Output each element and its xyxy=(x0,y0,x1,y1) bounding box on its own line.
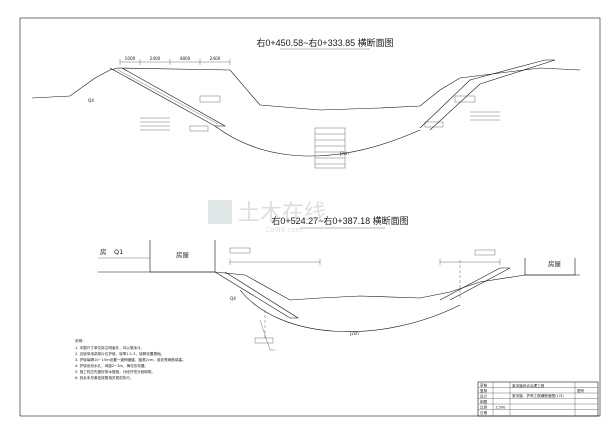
label-left: 房 xyxy=(100,247,107,256)
annotation-box-3 xyxy=(454,95,476,103)
revetment-right-1 xyxy=(419,59,556,131)
revetment-right-2 xyxy=(439,267,511,301)
tb-drawing-name: 某河道、护岸工程横断面图(1/3) xyxy=(512,393,564,398)
tb-scale: 1:500 xyxy=(495,406,506,410)
note-line-4: 4. 护坡设泄水孔，间距2~3m，梅花形布置。 xyxy=(75,363,148,368)
section2-title: 右0+524.27~右0+387.18 横断面图 xyxy=(271,215,408,226)
tb-sheet-no: 图号 xyxy=(577,388,585,393)
watermark-brand: 土木在线 xyxy=(238,201,326,226)
ground-line-1 xyxy=(31,67,581,111)
soil-label-2: Q4 xyxy=(230,296,236,301)
dimension-line-1: 1000 2400 4800 2400 xyxy=(119,56,231,65)
tb-row-3: 设计 xyxy=(480,394,488,399)
notes-heading: 说明： xyxy=(75,338,86,343)
tb-row-4: 制图 xyxy=(480,399,488,404)
tb-row-2: 复核 xyxy=(480,388,488,393)
section1-title: 右0+450.58~右0+333.85 横断面图 xyxy=(256,37,393,48)
watermark-logo xyxy=(208,200,232,224)
note-line-1: 1. 本图尺寸单位除注明者外，均以毫米计。 xyxy=(75,345,144,350)
watermark-site: Coi88.com xyxy=(265,226,302,234)
pile-left xyxy=(259,319,275,351)
building-right-label: 房屋 xyxy=(548,259,562,268)
annotation-box-5 xyxy=(229,247,251,254)
rock-label-1: J2sh xyxy=(339,151,349,156)
revetment-left-1 xyxy=(109,67,227,127)
ground-line-2 xyxy=(98,271,580,301)
annotation-box-6 xyxy=(254,337,274,344)
dim-2: 2400 xyxy=(150,56,161,61)
note-line-2: 2. 边坡采用浆砌片石护坡，坡率1:1.5，坡脚设置基础。 xyxy=(75,351,164,356)
dim-3: 4800 xyxy=(180,56,191,61)
tb-row-5: 比例 xyxy=(480,405,488,410)
water-hatch-left-1 xyxy=(140,117,170,131)
annotation-box-4 xyxy=(424,121,444,128)
watermark: 土木在线 Coi88.com xyxy=(208,200,326,234)
annotation-box-2 xyxy=(189,125,209,132)
title-block: 审核 复核 设计 制图 比例 日期 某河道综合治理工程 某河道、护岸工程横断面图… xyxy=(477,381,599,417)
annotation-box-7 xyxy=(474,249,496,256)
rock-hatch-1 xyxy=(314,127,346,169)
revetment-left-2 xyxy=(214,271,300,319)
annotation-box-1 xyxy=(199,95,221,103)
building-left: 房屋 xyxy=(149,240,216,273)
river-bed-1 xyxy=(214,125,421,157)
note-line-5: 5. 施工时应先做好排水措施，分段开挖分段砌筑。 xyxy=(75,369,155,374)
soil-label-1: Q4 xyxy=(88,98,94,103)
dim-4: 2400 xyxy=(210,56,221,61)
rock-label-2: J2sh xyxy=(349,331,359,336)
note-line-6: 6. 其余未尽事宜按照相关规范执行。 xyxy=(75,375,133,380)
building-left-label: 房屋 xyxy=(176,250,190,259)
tb-project: 某河道综合治理工程 xyxy=(512,383,545,388)
water-hatch-right-1 xyxy=(470,111,500,121)
dim-1: 1000 xyxy=(125,56,136,61)
notes-block: 说明： 1. 本图尺寸单位除注明者外，均以毫米计。 2. 边坡采用浆砌片石护坡，… xyxy=(75,338,186,380)
tb-row-1: 审核 xyxy=(480,383,488,388)
revetment-left-inner-1 xyxy=(117,69,219,125)
dimension-line-2 xyxy=(229,259,501,265)
river-bed-2 xyxy=(239,289,461,332)
tb-row-6: 日期 xyxy=(480,410,488,415)
sheet-border xyxy=(19,17,601,417)
note-line-3: 3. 护坡每隔10~15m设置一道伸缩缝，缝宽2cm，用沥青麻筋填塞。 xyxy=(75,357,186,362)
building-right: 房屋 xyxy=(524,258,576,276)
label-q1: Q1 xyxy=(114,248,123,256)
